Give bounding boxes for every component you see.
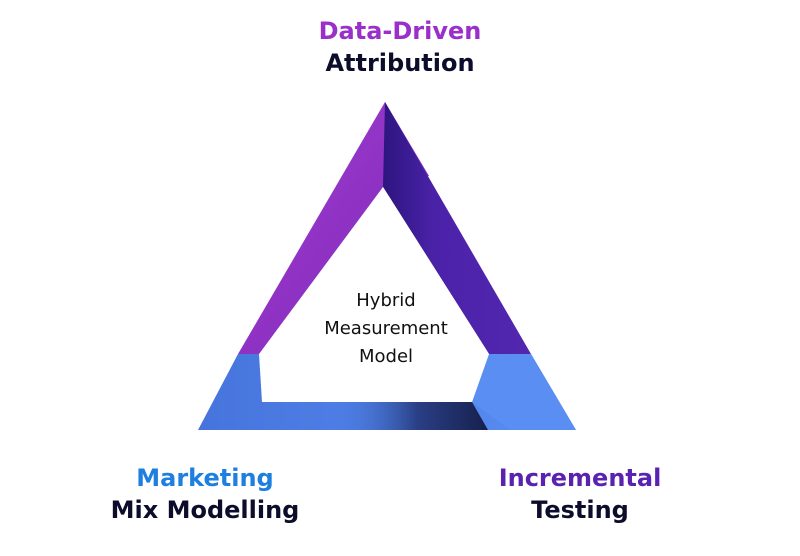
triangle-side-bottom	[198, 354, 576, 430]
node-right-line-1: Incremental	[498, 464, 662, 492]
triangle-side-right	[383, 102, 531, 354]
triangle-side-top-left	[238, 102, 429, 354]
triangle-inner-area	[262, 187, 489, 402]
node-data-driven-attribution: Data-Driven Attribution	[235, 15, 565, 79]
node-top-line-1: Data-Driven	[318, 17, 482, 45]
node-left-line-2: Mix Modelling	[110, 496, 300, 524]
center-line-3: Model	[359, 346, 413, 367]
node-marketing-mix-modelling: Marketing Mix Modelling	[60, 462, 350, 526]
center-line-1: Hybrid	[356, 290, 415, 311]
node-left-line-1: Marketing	[136, 464, 274, 492]
triangle-bottom-shadow	[330, 402, 488, 430]
center-line-2: Measurement	[324, 318, 448, 339]
node-incremental-testing: Incremental Testing	[445, 462, 715, 526]
triangle-right-corner	[472, 354, 576, 430]
node-top-line-2: Attribution	[325, 49, 475, 77]
node-right-line-2: Testing	[531, 496, 629, 524]
